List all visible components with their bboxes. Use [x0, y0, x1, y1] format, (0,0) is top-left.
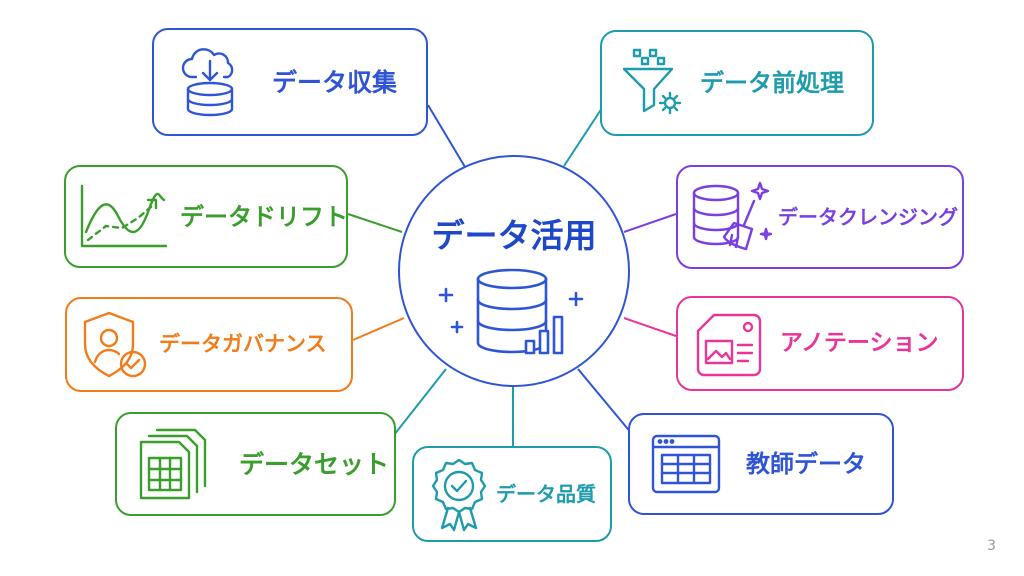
node-data-drift: データドリフト: [64, 165, 348, 268]
node-data-quality: データ品質: [412, 446, 612, 542]
node-label: データ収集: [272, 67, 398, 97]
page-number: 3: [987, 538, 996, 554]
database-broom-icon: [692, 181, 772, 251]
cloud-download-database-icon: [181, 48, 234, 117]
connector-preprocessing: [563, 107, 603, 167]
node-data-preprocessing: データ前処理: [600, 30, 874, 136]
node-data-governance: データガバナンス: [65, 297, 353, 392]
connector-drift: [347, 213, 403, 233]
shield-user-check-icon: [83, 311, 147, 377]
table-window-icon: [651, 434, 721, 494]
tag-image-icon: [696, 313, 762, 376]
database-chart-icon: [438, 268, 584, 355]
node-label: アノテーション: [780, 330, 939, 356]
node-label: データ品質: [496, 482, 596, 506]
node-label: データセット: [239, 449, 390, 479]
node-label: データドリフト: [180, 202, 348, 231]
connector-cleansing: [623, 213, 677, 233]
connector-dataset: [393, 368, 447, 436]
badge-check-icon: [431, 458, 487, 532]
connector-governance: [352, 317, 405, 341]
node-data-collection: データ収集: [152, 28, 428, 136]
node-data-cleansing: データクレンジング: [676, 165, 964, 269]
connector-collection: [427, 104, 466, 168]
center-hub: データ活用: [398, 155, 630, 387]
node-label: 教師データ: [746, 450, 866, 478]
node-training-data: 教師データ: [628, 413, 894, 515]
node-label: データ前処理: [700, 69, 844, 97]
funnel-gear-icon: [622, 48, 682, 115]
node-label: データクレンジング: [778, 205, 958, 229]
node-dataset: データセット: [115, 412, 396, 516]
center-title: データ活用: [431, 216, 597, 255]
drift-chart-icon: [80, 184, 168, 247]
spreadsheet-files-icon: [139, 428, 207, 500]
node-label: データガバナンス: [159, 332, 327, 356]
connector-training: [577, 368, 633, 435]
connector-annotation: [623, 317, 677, 337]
node-annotation: アノテーション: [676, 296, 964, 391]
